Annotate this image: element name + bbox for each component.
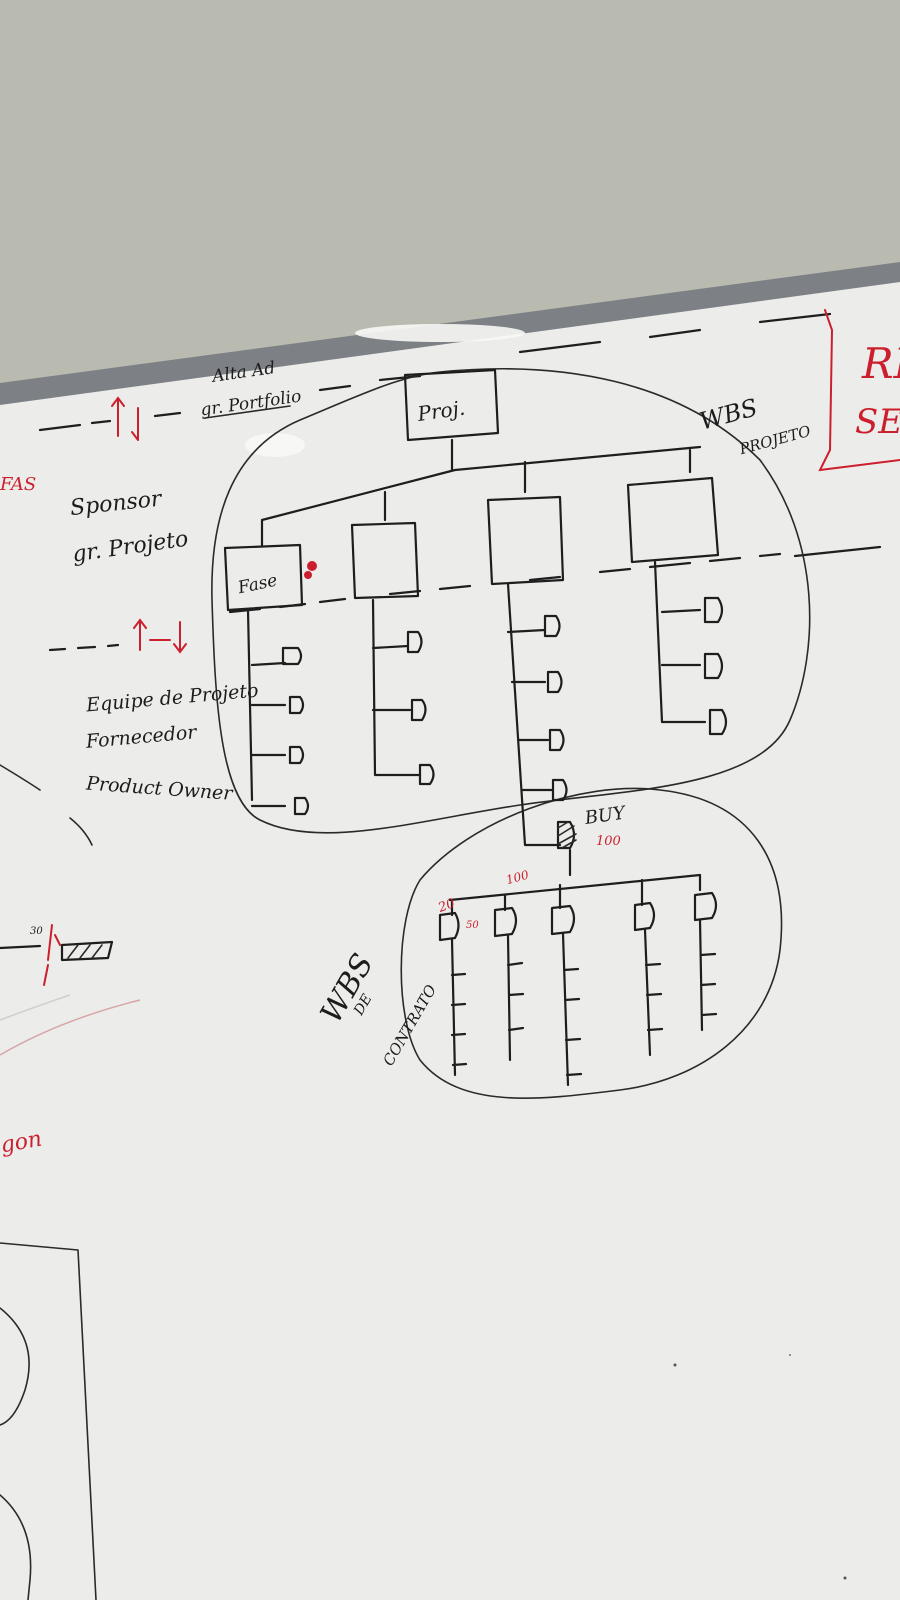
- red-edge-right-2: SE: [855, 402, 900, 442]
- phase-box-2: [350, 521, 420, 600]
- contract-node-4: [633, 901, 656, 932]
- contract-node-3: [550, 904, 576, 936]
- speck-2: [843, 1576, 847, 1580]
- contract-node-2: [493, 906, 518, 938]
- contract-branch-5: [698, 918, 718, 1032]
- col3-leaf-1: [543, 614, 561, 638]
- project-wbs-boundary: [211, 368, 811, 834]
- left-bar-sketch: [0, 940, 114, 962]
- red-small-30: 30: [30, 926, 43, 937]
- col4-leaf-1: [703, 596, 724, 624]
- phase-box-4: [626, 476, 720, 564]
- col3-leaf-buy: [556, 820, 576, 850]
- top-label-underline: [204, 405, 291, 419]
- top-dashed-line: [38, 312, 832, 432]
- red-mark-20: 20: [435, 896, 457, 916]
- phase-box-1: [223, 543, 304, 612]
- col2-leaf-2: [410, 698, 427, 722]
- speck-1: [673, 1363, 677, 1367]
- contract-tree-root: [448, 848, 702, 902]
- col3-leaf-3: [548, 728, 565, 752]
- col1-leaf-3: [288, 745, 305, 765]
- buy-hatch: [557, 821, 577, 849]
- red-edge-right-1: RE: [861, 339, 900, 388]
- contract-node-1: [438, 911, 460, 942]
- whiteboard-surface: [0, 282, 900, 1600]
- root-connector: [260, 438, 702, 547]
- contract-branch-2: [503, 893, 525, 1062]
- left-dashed-line: [48, 643, 120, 652]
- left-curve-2: [69, 817, 93, 846]
- speck-3: [789, 1354, 791, 1356]
- buy-value: 100: [596, 834, 621, 849]
- contract-wbs-boundary: [400, 787, 783, 1099]
- col2-leaf-1: [406, 630, 423, 654]
- red-mark-100: 100: [504, 868, 530, 888]
- contract-node-5: [693, 891, 718, 922]
- left-faint-diagonal: [0, 999, 141, 1056]
- lower-left-box: [0, 1242, 97, 1600]
- column-3-tree: [506, 582, 562, 847]
- red-mark-50: 50: [466, 920, 479, 931]
- contract-branch-4: [640, 878, 664, 1057]
- right-red-bracket: [818, 309, 900, 472]
- light-glare: [355, 324, 525, 342]
- column-2-tree: [371, 598, 422, 777]
- lower-left-arc-2: [0, 1494, 32, 1600]
- column-4-tree: [653, 560, 707, 724]
- column-1-tree: [246, 608, 287, 808]
- red-dots-2: [304, 571, 312, 579]
- left-faint-diagonal-2: [0, 994, 71, 1021]
- contract-branch-3: [558, 883, 583, 1087]
- col1-leaf-2: [288, 695, 305, 715]
- red-dots-1: [307, 561, 317, 571]
- red-edge-left-top: FAS: [0, 474, 36, 495]
- col2-leaf-3: [418, 763, 435, 786]
- lower-left-arc-1: [0, 1307, 30, 1426]
- contract-branch-1: [450, 898, 468, 1077]
- left-arrow-marker: [133, 618, 187, 654]
- col1-leaf-1: [281, 646, 303, 666]
- left-curve-1: [0, 764, 41, 791]
- col3-leaf-2: [546, 670, 563, 694]
- light-glare-small: [245, 433, 305, 457]
- col3-leaf-4: [551, 778, 568, 802]
- left-red-marks: [43, 924, 61, 986]
- root-node-box: [403, 368, 500, 442]
- col4-leaf-2: [703, 652, 724, 680]
- col1-leaf-4: [293, 796, 310, 816]
- phase-box-3: [486, 495, 565, 586]
- left-hatch: [67, 944, 103, 959]
- col4-leaf-3: [708, 708, 728, 736]
